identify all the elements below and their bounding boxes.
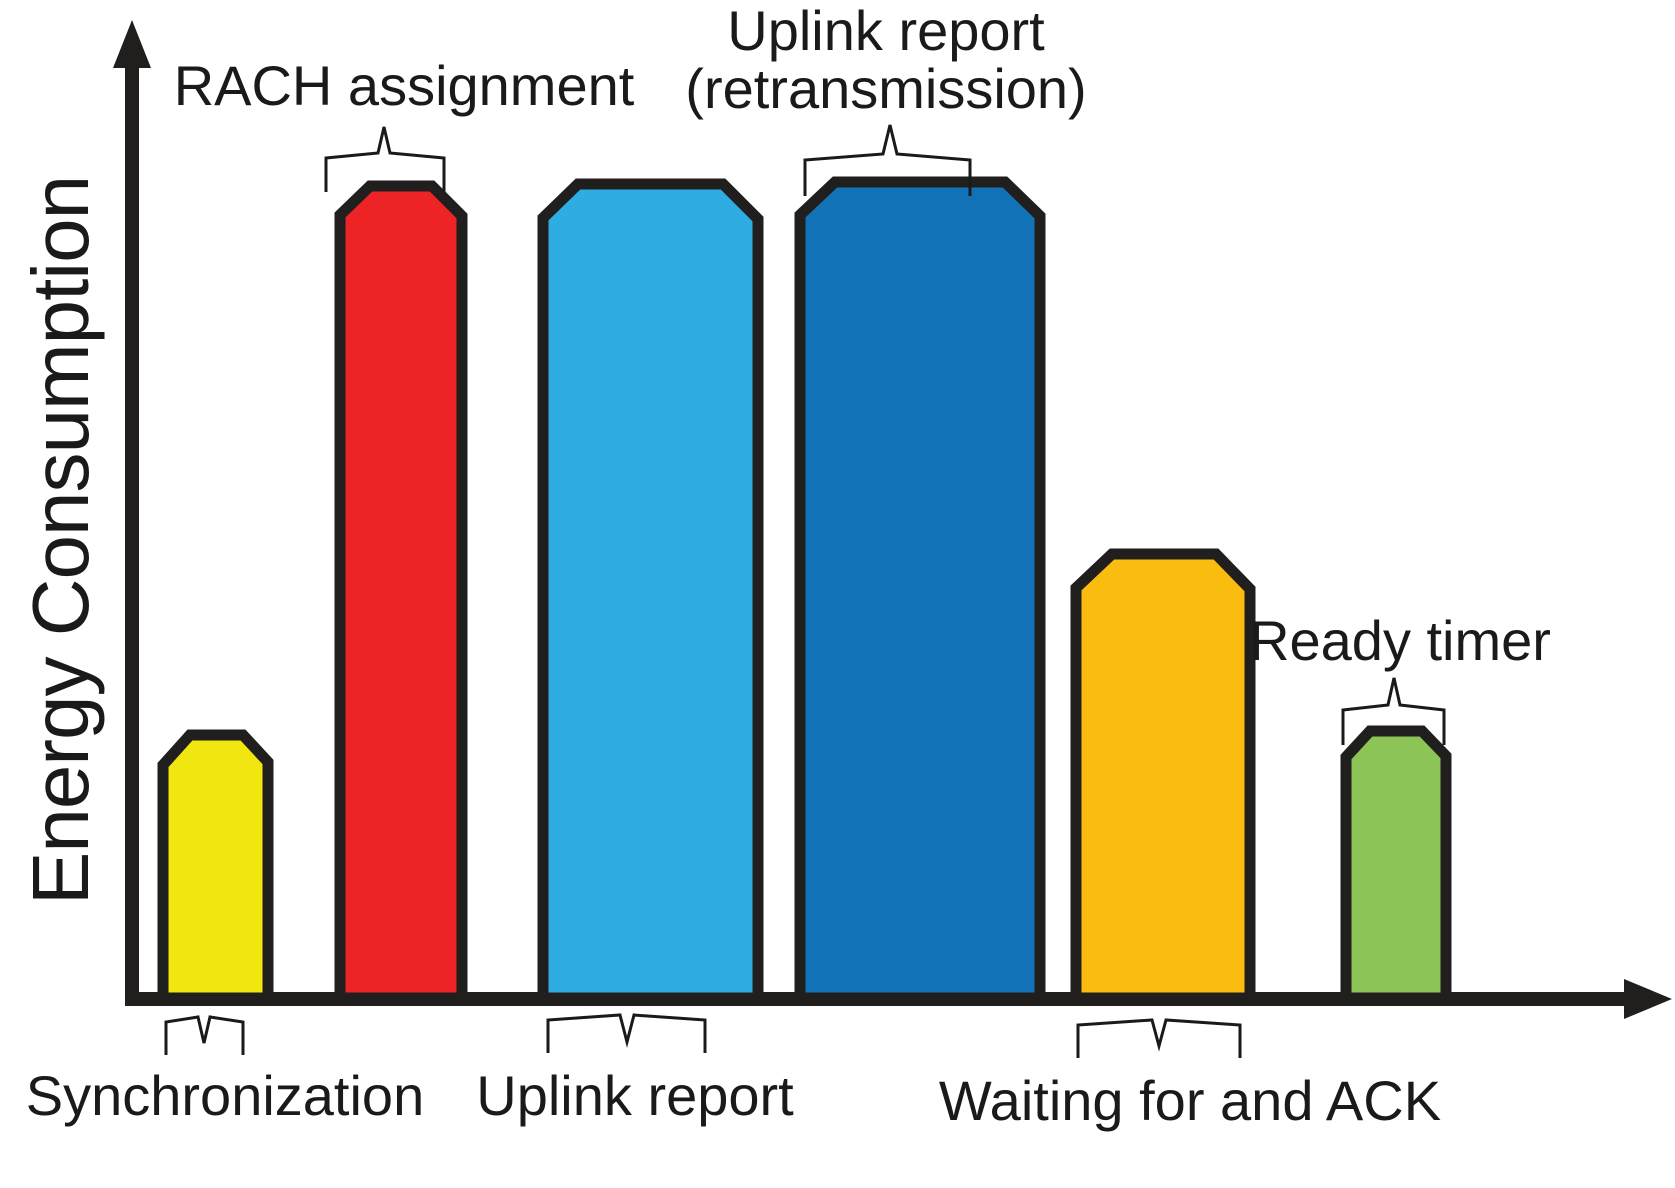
brace-rach-assignment (324, 126, 446, 192)
category-label-waiting-for-ack: Waiting for and ACK (939, 1069, 1441, 1132)
category-label-synchronization: Synchronization (26, 1064, 424, 1127)
x-axis-arrowhead-icon (1624, 979, 1672, 1019)
bar-uplink-report-retransmission (794, 176, 1046, 1004)
bar-uplink-report (537, 178, 764, 1004)
brace-synchronization (164, 1015, 245, 1055)
bar-ready-timer (1340, 725, 1452, 1004)
brace-uplink-report (546, 1013, 707, 1053)
annotation-ready-timer: Ready timer (1249, 609, 1551, 672)
bar-waiting-for-ack (1070, 548, 1256, 1004)
brace-ready-timer (1341, 677, 1446, 745)
annotation-uplink-retx-line2: (retransmission) (685, 57, 1086, 120)
y-axis-line (125, 46, 139, 1006)
category-label-uplink-report: Uplink report (476, 1064, 794, 1127)
y-axis-title: Energy Consumption (16, 176, 105, 905)
brace-waiting-for-ack (1076, 1018, 1242, 1058)
brace-uplink-report-retransmission (803, 124, 972, 196)
annotation-rach-assignment: RACH assignment (174, 54, 635, 117)
y-axis-arrowhead-icon (113, 20, 151, 68)
annotation-uplink-retx-line1: Uplink report (727, 0, 1045, 62)
bar-rach-assignment (334, 180, 468, 1004)
bar-synchronization (157, 729, 274, 1004)
